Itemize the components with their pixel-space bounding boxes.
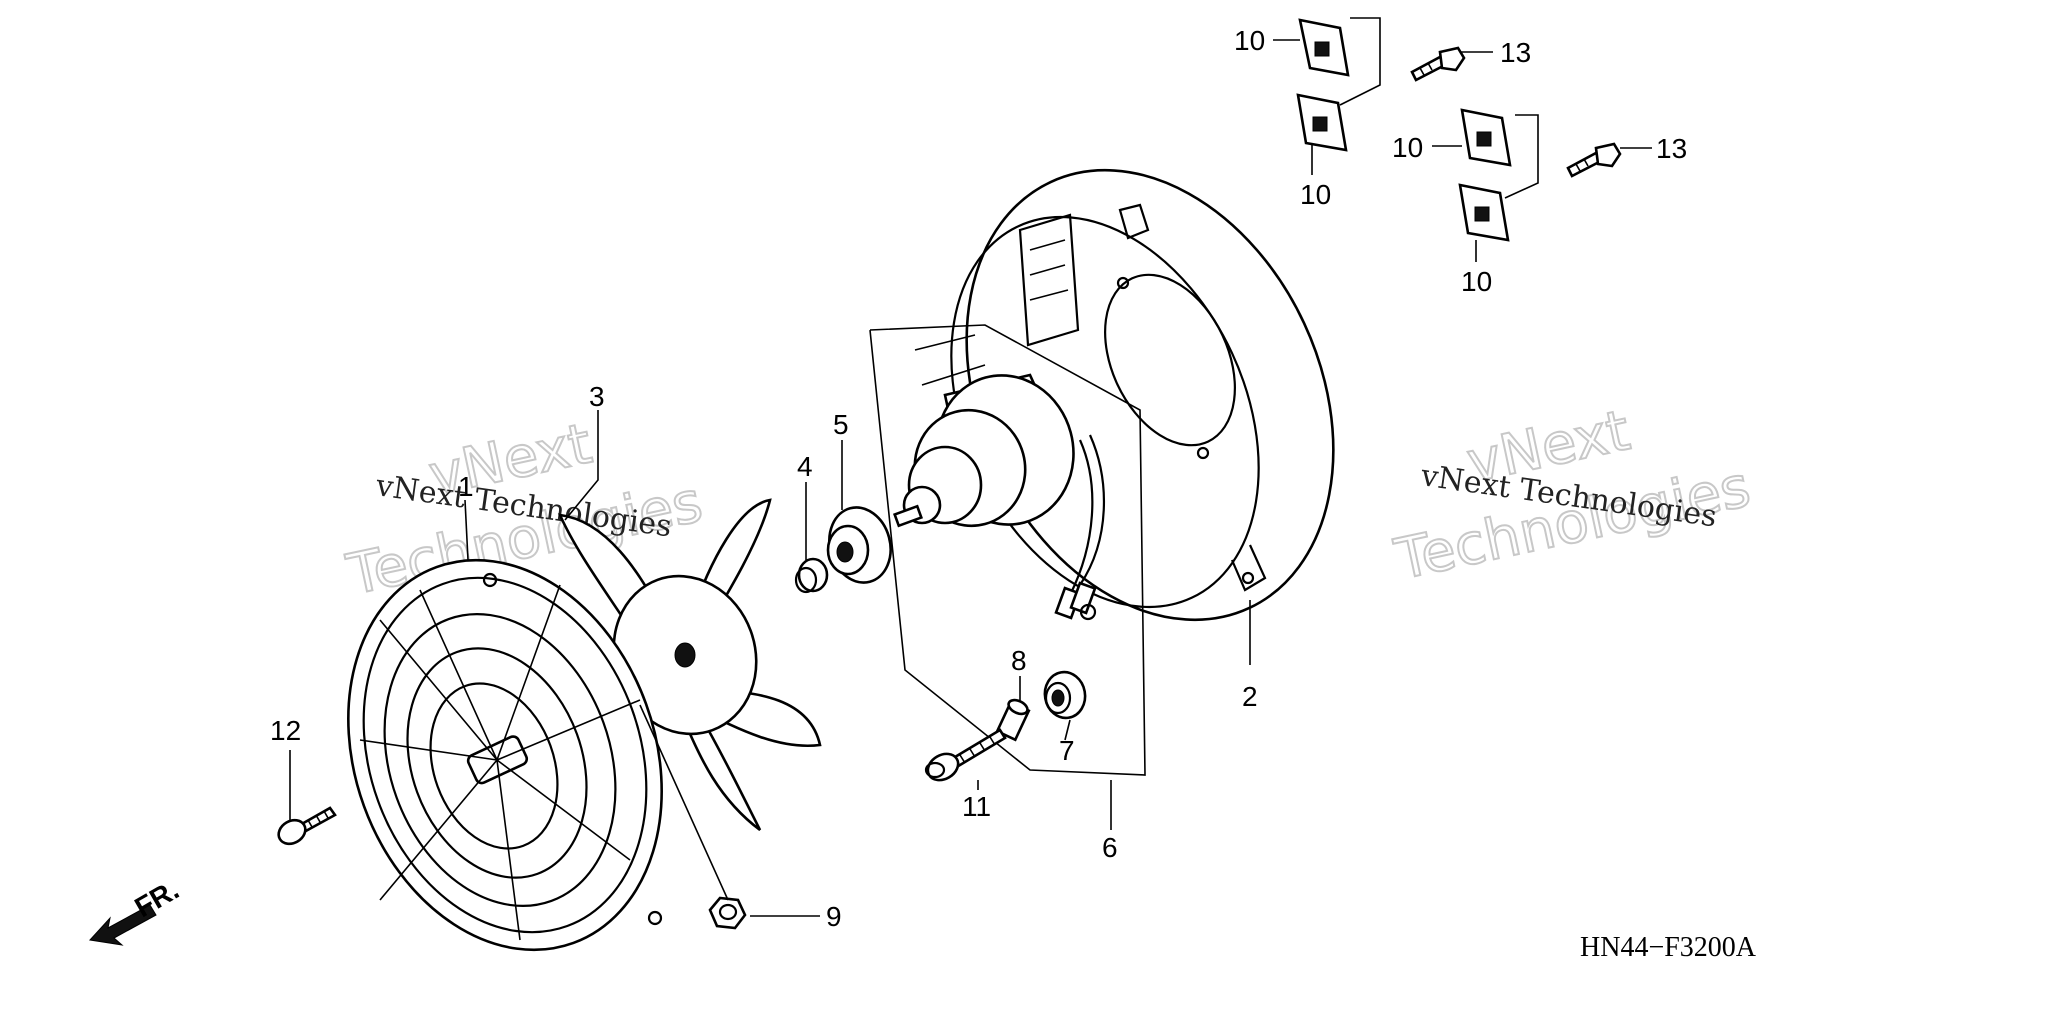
clip-nut-icon [1298,18,1350,77]
callout-9: 9 [826,901,842,932]
grommet-icon [1043,670,1087,720]
collar-icon [794,557,829,594]
fan-shroud-icon [950,168,1335,622]
callout-10: 10 [1392,132,1423,163]
callout-10: 10 [1300,179,1331,210]
fan-motor-icon [893,334,1106,621]
leader-lines [289,17,1652,917]
front-arrow-icon [89,904,157,946]
callout-5: 5 [833,409,849,440]
clip-nut-icon [1296,93,1348,152]
callout-13: 13 [1500,37,1531,68]
part-6-bracket [869,324,1146,776]
callout-13: 13 [1656,133,1687,164]
tapping-screw-icon [277,806,337,846]
fan-guard-icon [347,558,663,952]
flange-bolt-icon [924,728,1007,782]
callout-6: 6 [1102,832,1118,863]
callout-11: 11 [962,791,991,822]
callout-1: 1 [458,471,474,502]
rubber-mount-icon [826,506,892,584]
callout-10: 10 [1234,25,1265,56]
clip-nut-icon [1460,108,1512,167]
nut-icon [708,896,747,930]
bolt-icon [1410,46,1466,82]
spacer-icon [995,698,1031,742]
callout-7: 7 [1059,735,1075,766]
clip-nut-icon [1458,183,1510,242]
bolt-icon [1566,142,1622,178]
fan-blade-icon [557,498,822,832]
callout-12: 12 [270,715,301,746]
callout-2: 2 [1242,681,1258,712]
callout-4: 4 [797,451,813,482]
callout-8: 8 [1011,645,1027,676]
callout-10: 10 [1461,266,1492,297]
diagram-code: HN44−F3200A [1580,932,1757,963]
callout-3: 3 [589,381,605,412]
